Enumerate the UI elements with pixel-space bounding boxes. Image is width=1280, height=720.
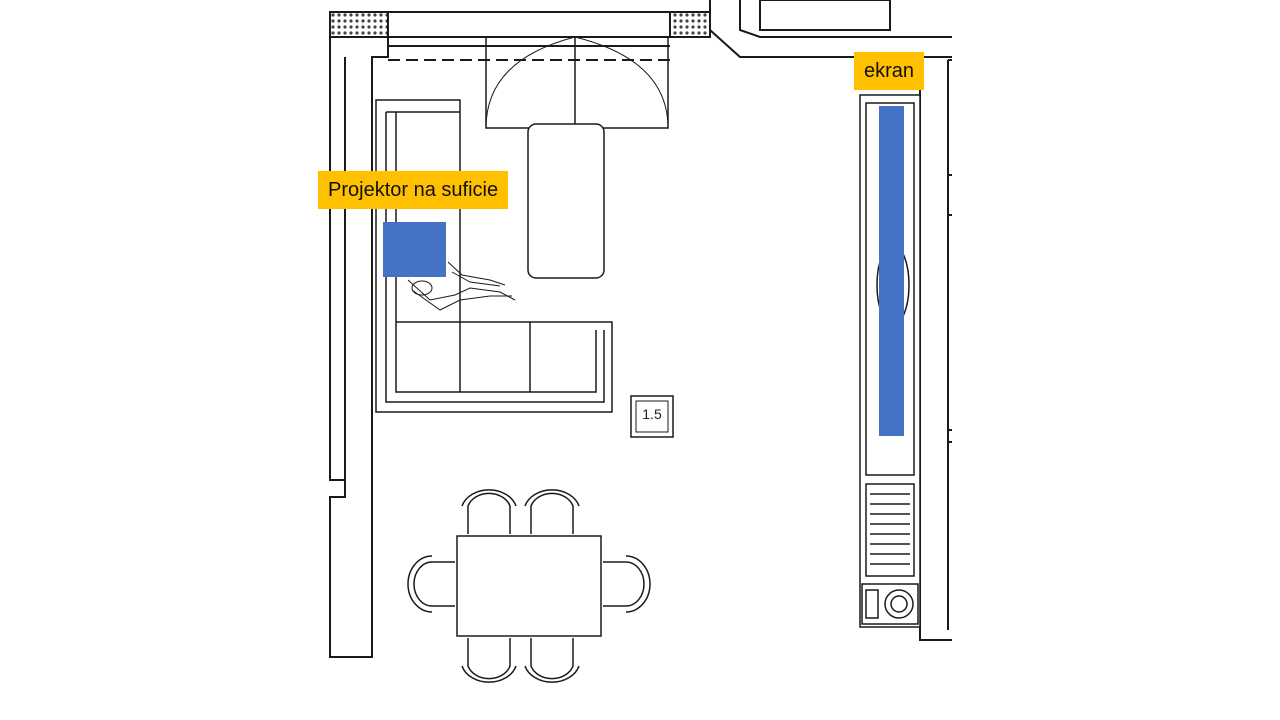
dining-set [407,489,651,683]
room-tag-frame [630,395,674,438]
person-sketch [407,261,516,311]
projector-marker [383,222,446,277]
projector-label: Projektor na suficie [318,171,509,209]
coffee-table [527,123,605,279]
screen-marker [879,106,904,436]
balcony-door [485,36,669,129]
room-tag-label: 1.5 [642,406,662,422]
screen-label: ekran [854,52,925,90]
